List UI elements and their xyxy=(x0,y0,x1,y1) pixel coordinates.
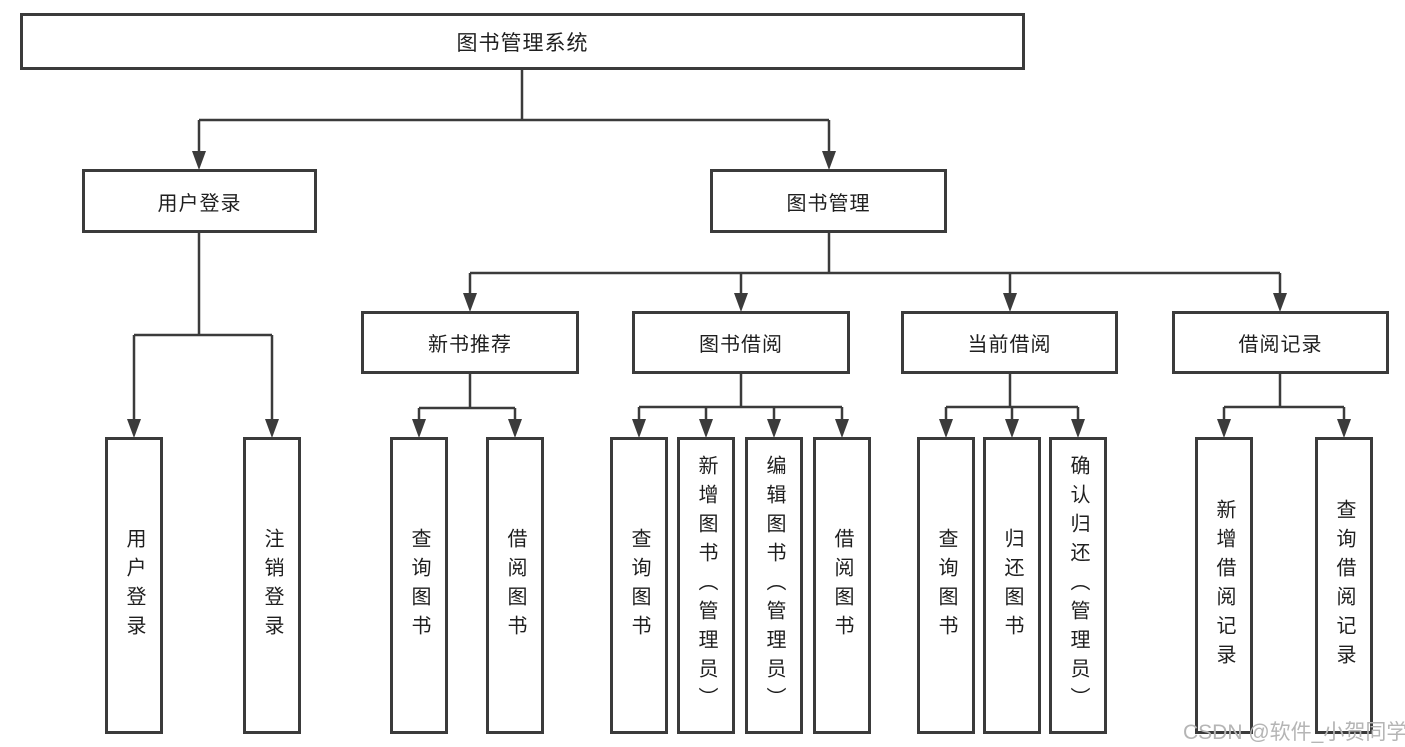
leaf-add-borrow-record: 新增借阅记录 xyxy=(1195,437,1253,734)
arrowheads-borrow-record xyxy=(1217,419,1351,438)
leaf-label: 用户登录 xyxy=(123,527,145,644)
arrowheads-new-book xyxy=(412,419,522,438)
node-user-login: 用户登录 xyxy=(82,169,317,233)
leaf-user-login: 用户登录 xyxy=(105,437,163,734)
node-book-management: 图书管理 xyxy=(710,169,947,233)
leaf-label: 注销登录 xyxy=(261,527,283,644)
leaf-label: 查询图书 xyxy=(628,527,650,644)
edges-user-login xyxy=(132,231,274,420)
leaf-query-book-1: 查询图书 xyxy=(390,437,448,734)
arrowheads-book-borrow xyxy=(632,419,849,438)
node-current-borrow: 当前借阅 xyxy=(901,311,1118,374)
leaf-confirm-return-admin: 确认归还（管理员） xyxy=(1049,437,1107,734)
arrowheads-level2 xyxy=(192,151,836,170)
leaf-label: 借阅图书 xyxy=(831,527,853,644)
node-library-system-label: 图书管理系统 xyxy=(456,31,589,55)
edges-current-borrow xyxy=(944,372,1080,420)
leaf-query-book-3: 查询图书 xyxy=(917,437,975,734)
node-new-book-recommend: 新书推荐 xyxy=(361,311,579,374)
edges-new-book xyxy=(417,372,517,420)
leaf-label: 新增图书（管理员） xyxy=(695,455,717,716)
leaf-label: 查询借阅记录 xyxy=(1333,498,1355,673)
leaf-label: 借阅图书 xyxy=(504,527,526,644)
leaf-logout: 注销登录 xyxy=(243,437,301,734)
leaf-label: 编辑图书（管理员） xyxy=(763,455,785,716)
leaf-borrow-book-2: 借阅图书 xyxy=(813,437,871,734)
node-book-borrow: 图书借阅 xyxy=(632,311,850,374)
leaf-label: 归还图书 xyxy=(1001,527,1023,644)
leaf-label: 查询图书 xyxy=(935,527,957,644)
node-library-system: 图书管理系统 xyxy=(20,13,1025,70)
leaf-add-book-admin: 新增图书（管理员） xyxy=(677,437,735,734)
leaf-label: 确认归还（管理员） xyxy=(1067,455,1089,716)
node-book-borrow-label: 图书借阅 xyxy=(699,334,783,356)
edges-root-to-level2 xyxy=(197,68,831,152)
edges-book-borrow xyxy=(637,372,844,420)
edges-borrow-record xyxy=(1222,372,1346,420)
node-borrow-record: 借阅记录 xyxy=(1172,311,1389,374)
leaf-label: 新增借阅记录 xyxy=(1213,498,1235,673)
node-new-book-recommend-label: 新书推荐 xyxy=(428,334,512,356)
leaf-return-book: 归还图书 xyxy=(983,437,1041,734)
csdn-watermark: CSDN @软件_小贺同学 xyxy=(1183,721,1405,744)
arrowheads-user-login xyxy=(127,419,279,438)
leaf-label: 查询图书 xyxy=(408,527,430,644)
arrowheads-level3 xyxy=(463,293,1287,312)
node-current-borrow-label: 当前借阅 xyxy=(967,334,1052,356)
leaf-edit-book-admin: 编辑图书（管理员） xyxy=(745,437,803,734)
arrowheads-current-borrow xyxy=(939,419,1085,438)
leaf-query-book-2: 查询图书 xyxy=(610,437,668,734)
leaf-borrow-book-1: 借阅图书 xyxy=(486,437,544,734)
edges-book-management xyxy=(468,231,1282,294)
leaf-query-borrow-record: 查询借阅记录 xyxy=(1315,437,1373,734)
node-book-management-label: 图书管理 xyxy=(786,192,871,215)
node-borrow-record-label: 借阅记录 xyxy=(1238,334,1323,356)
node-user-login-label: 用户登录 xyxy=(157,192,242,215)
